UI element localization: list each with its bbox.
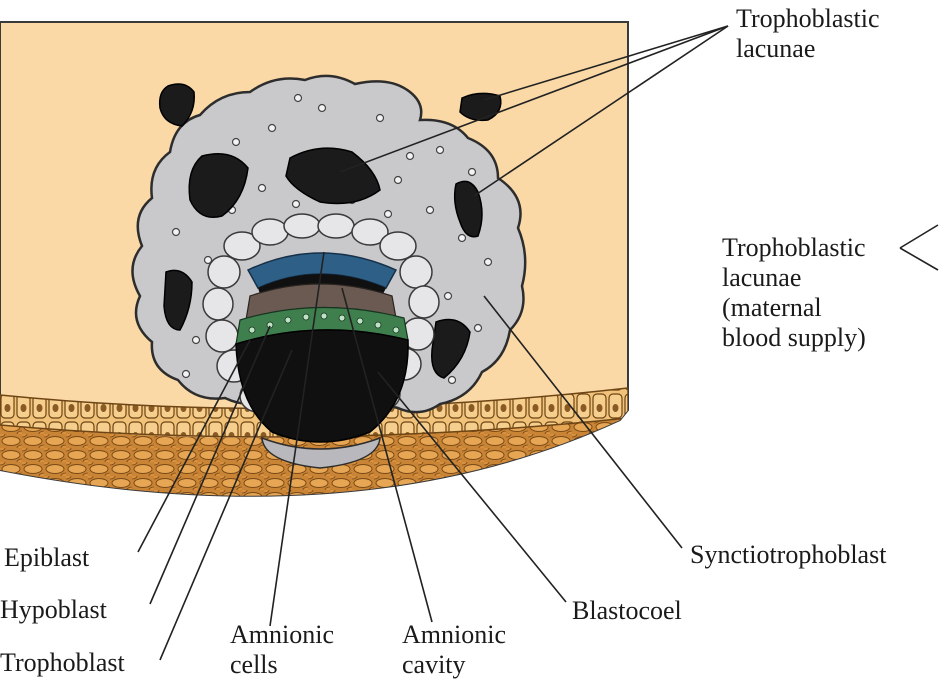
label-trophoblastic-lacunae-right: Trophoblastic lacunae (maternal blood su… (722, 233, 866, 353)
label-trophoblastic-lacunae-top: Trophoblastic lacunae (736, 4, 880, 64)
label-line: Trophoblastic (736, 4, 880, 34)
label-amnionic-cells: Amnionic cells (230, 620, 334, 680)
label-line: Amnionic (230, 620, 334, 650)
label-line: (maternal (722, 293, 866, 323)
label-blastocoel: Blastocoel (572, 596, 682, 626)
label-line: Trophoblastic (722, 233, 866, 263)
label-syncytiotrophoblast: Synctiotrophoblast (690, 540, 886, 570)
label-epiblast: Epiblast (4, 543, 89, 573)
label-hypoblast: Hypoblast (0, 595, 107, 625)
label-trophoblast: Trophoblast (0, 648, 125, 678)
label-line: Amnionic (402, 620, 506, 650)
label-line: cavity (402, 650, 506, 680)
label-line: blood supply) (722, 323, 866, 353)
label-line: lacunae (722, 263, 866, 293)
label-line: lacunae (736, 34, 880, 64)
label-line: cells (230, 650, 334, 680)
label-amnionic-cavity: Amnionic cavity (402, 620, 506, 680)
